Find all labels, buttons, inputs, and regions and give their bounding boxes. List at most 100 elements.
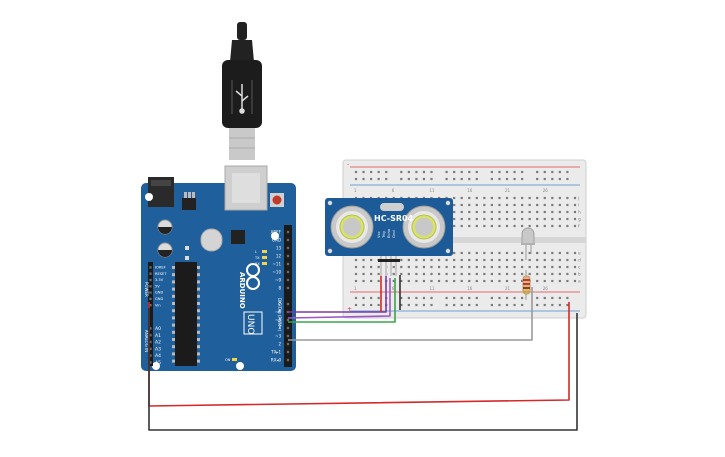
analog-pin-label: A5 (155, 360, 161, 366)
wire-green[interactable] (288, 278, 396, 323)
breadboard-row-letter: g (578, 218, 581, 223)
digital-pin-label: ~9 (275, 277, 281, 282)
status-led (262, 262, 267, 265)
wire-black-gnd[interactable] (148, 308, 578, 431)
wires (148, 275, 578, 431)
breadboard-column-number: 21 (505, 286, 511, 291)
power-pin-label: RESET (155, 272, 167, 276)
power-pin-label: 5V (155, 284, 160, 288)
analog-pin-label: A1 (155, 333, 161, 339)
mount-hole-tr (271, 232, 279, 240)
digital-pin-label: ~6 (275, 309, 281, 314)
digital-pin-label: AREF (271, 229, 282, 234)
arduino-model-text: UNO (245, 314, 255, 334)
power-pin-label: 3.3V (155, 278, 164, 282)
atmega-chip (175, 262, 197, 366)
status-led-label: L (255, 250, 257, 254)
sensor-label: HC-SR04 (374, 214, 414, 223)
usb-cable-neck (230, 40, 254, 62)
breadboard-column-number: 16 (467, 188, 473, 193)
digital-pin-label: 13 (276, 245, 282, 250)
digital-pin-label: ~10 (273, 269, 282, 274)
breadboard-column-number: 11 (430, 188, 436, 193)
breadboard-center-channel (343, 237, 586, 243)
breadboard-column-number: 11 (430, 286, 436, 291)
sensor-transducer-left (330, 205, 374, 249)
mount-hole-bl (152, 362, 160, 370)
digital-pin-label: TX▸1 (270, 349, 281, 354)
breadboard-column-number: 26 (543, 188, 549, 193)
power-pin-label: GND (155, 291, 163, 295)
digital-pin-label: ~5 (275, 317, 281, 322)
analog-section-label: ANALOG IN (144, 330, 149, 352)
breadboard-row-letter: b (578, 272, 581, 278)
power-pin-label: IOREF (155, 266, 166, 270)
sensor-pin-label: Echo (386, 228, 391, 238)
breadboard-row-letter: e (578, 252, 581, 257)
analog-pin-label: A2 (155, 340, 161, 346)
wire-gray-led[interactable] (288, 287, 533, 341)
breadboard-column-number: 26 (543, 286, 549, 291)
breadboard-column-number: 6 (392, 188, 395, 193)
resistor[interactable] (522, 270, 531, 300)
breadboard-column-number: 1 (354, 188, 357, 193)
analog-pin-label: A3 (155, 346, 161, 352)
status-led-label: ON (225, 358, 231, 362)
usb-cable-strain (237, 22, 247, 40)
sensor-transducer-right (402, 205, 446, 249)
status-led (262, 256, 267, 259)
status-led (262, 250, 267, 253)
voltage-regulator (182, 198, 196, 210)
breadboard-row-letter: a (578, 280, 581, 285)
uno-box (243, 311, 263, 335)
sensor-pin-label: Gnd (391, 230, 396, 238)
arduino-pcb (141, 183, 296, 371)
breadboard-row-letter: c (578, 266, 581, 271)
usb-trident-icon (235, 84, 249, 114)
breadboard-column-number: 21 (505, 188, 511, 193)
usb-chip (231, 230, 245, 244)
arduino-brand-text: ARDUINO (238, 272, 246, 309)
sensor-pin-label: Trig (381, 231, 386, 239)
status-led (232, 358, 237, 361)
digital-pin-label: 8 (278, 285, 281, 290)
rail-minus-label: - (347, 161, 349, 168)
mount-hole-br (236, 362, 244, 370)
wire-purple-trig[interactable] (288, 275, 387, 313)
digital-pin-label: GND (272, 237, 281, 242)
power-section-label: POWER (144, 282, 149, 297)
digital-pin-label: 7 (278, 301, 281, 306)
wire-purple-echo[interactable] (287, 278, 391, 319)
arduino-logo (246, 263, 260, 290)
digital-pin-label: ~3 (275, 333, 281, 338)
power-pin-label: Vin (155, 303, 161, 307)
status-led-label: RX (255, 262, 260, 266)
power-pin-label: GND (155, 297, 163, 301)
breadboard-row-letter: h (578, 210, 581, 216)
digital-pin-label: 4 (278, 325, 281, 330)
digital-pin-label: RX◂0 (271, 357, 282, 362)
digital-pin-label: 2 (278, 341, 281, 346)
breadboard-row-letter: i (578, 203, 579, 209)
rail-plus-label: + (347, 306, 352, 313)
usb-cable[interactable] (222, 22, 262, 160)
analog-pin-label: A4 (155, 353, 161, 359)
power-analog-header (148, 262, 153, 366)
breadboard-column-number: 16 (467, 286, 473, 291)
led[interactable] (521, 227, 535, 260)
analog-pin-label: A0 (155, 326, 161, 332)
sensor-pin-label: Vcc (376, 231, 381, 238)
led-body (521, 227, 535, 245)
breadboard-row-letter: j (577, 196, 579, 202)
usb-plug-metal (229, 128, 255, 160)
breadboard-column-number: 1 (354, 286, 357, 291)
digital-section-label: DIGITAL (PWM~) (277, 298, 282, 332)
sensor-pins (378, 256, 400, 276)
